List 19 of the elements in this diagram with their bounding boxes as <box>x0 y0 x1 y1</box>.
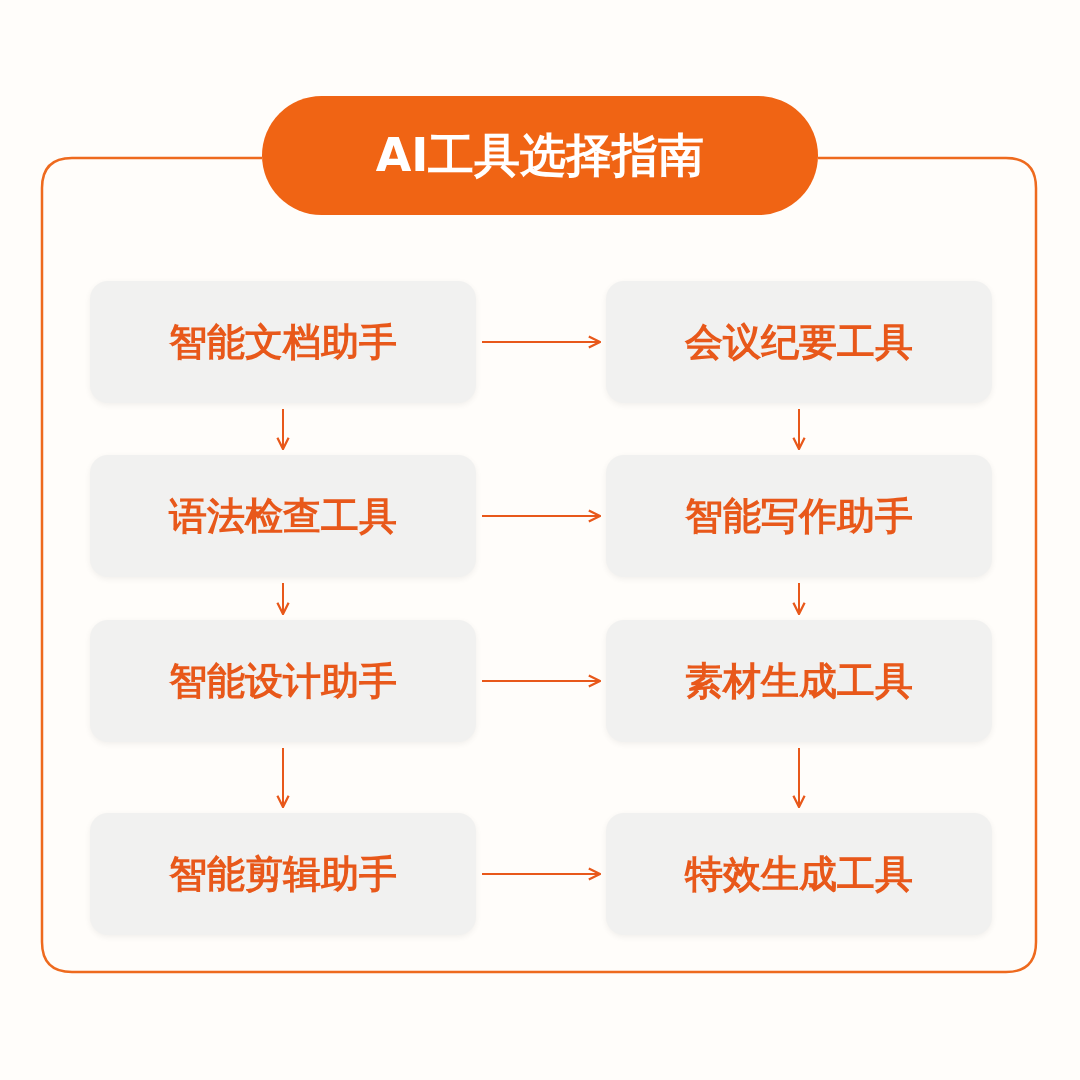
arrow <box>792 408 806 451</box>
node-label: 特效生成工具 <box>685 850 913 898</box>
arrow <box>481 335 602 349</box>
node-label: 智能文档助手 <box>169 318 397 366</box>
arrow <box>481 674 602 688</box>
node-label: 智能写作助手 <box>685 492 913 540</box>
arrow <box>792 747 806 809</box>
node-label: 智能剪辑助手 <box>169 850 397 898</box>
arrow <box>276 582 290 616</box>
node-label: 素材生成工具 <box>685 657 913 705</box>
arrow <box>481 867 602 881</box>
title: AI工具选择指南 <box>375 126 705 184</box>
node-label: 智能设计助手 <box>169 657 397 705</box>
arrow <box>276 408 290 451</box>
arrow <box>792 582 806 616</box>
arrow <box>276 747 290 809</box>
node-label: 会议纪要工具 <box>685 318 913 366</box>
node-label: 语法检查工具 <box>169 492 397 540</box>
arrow <box>481 509 602 523</box>
